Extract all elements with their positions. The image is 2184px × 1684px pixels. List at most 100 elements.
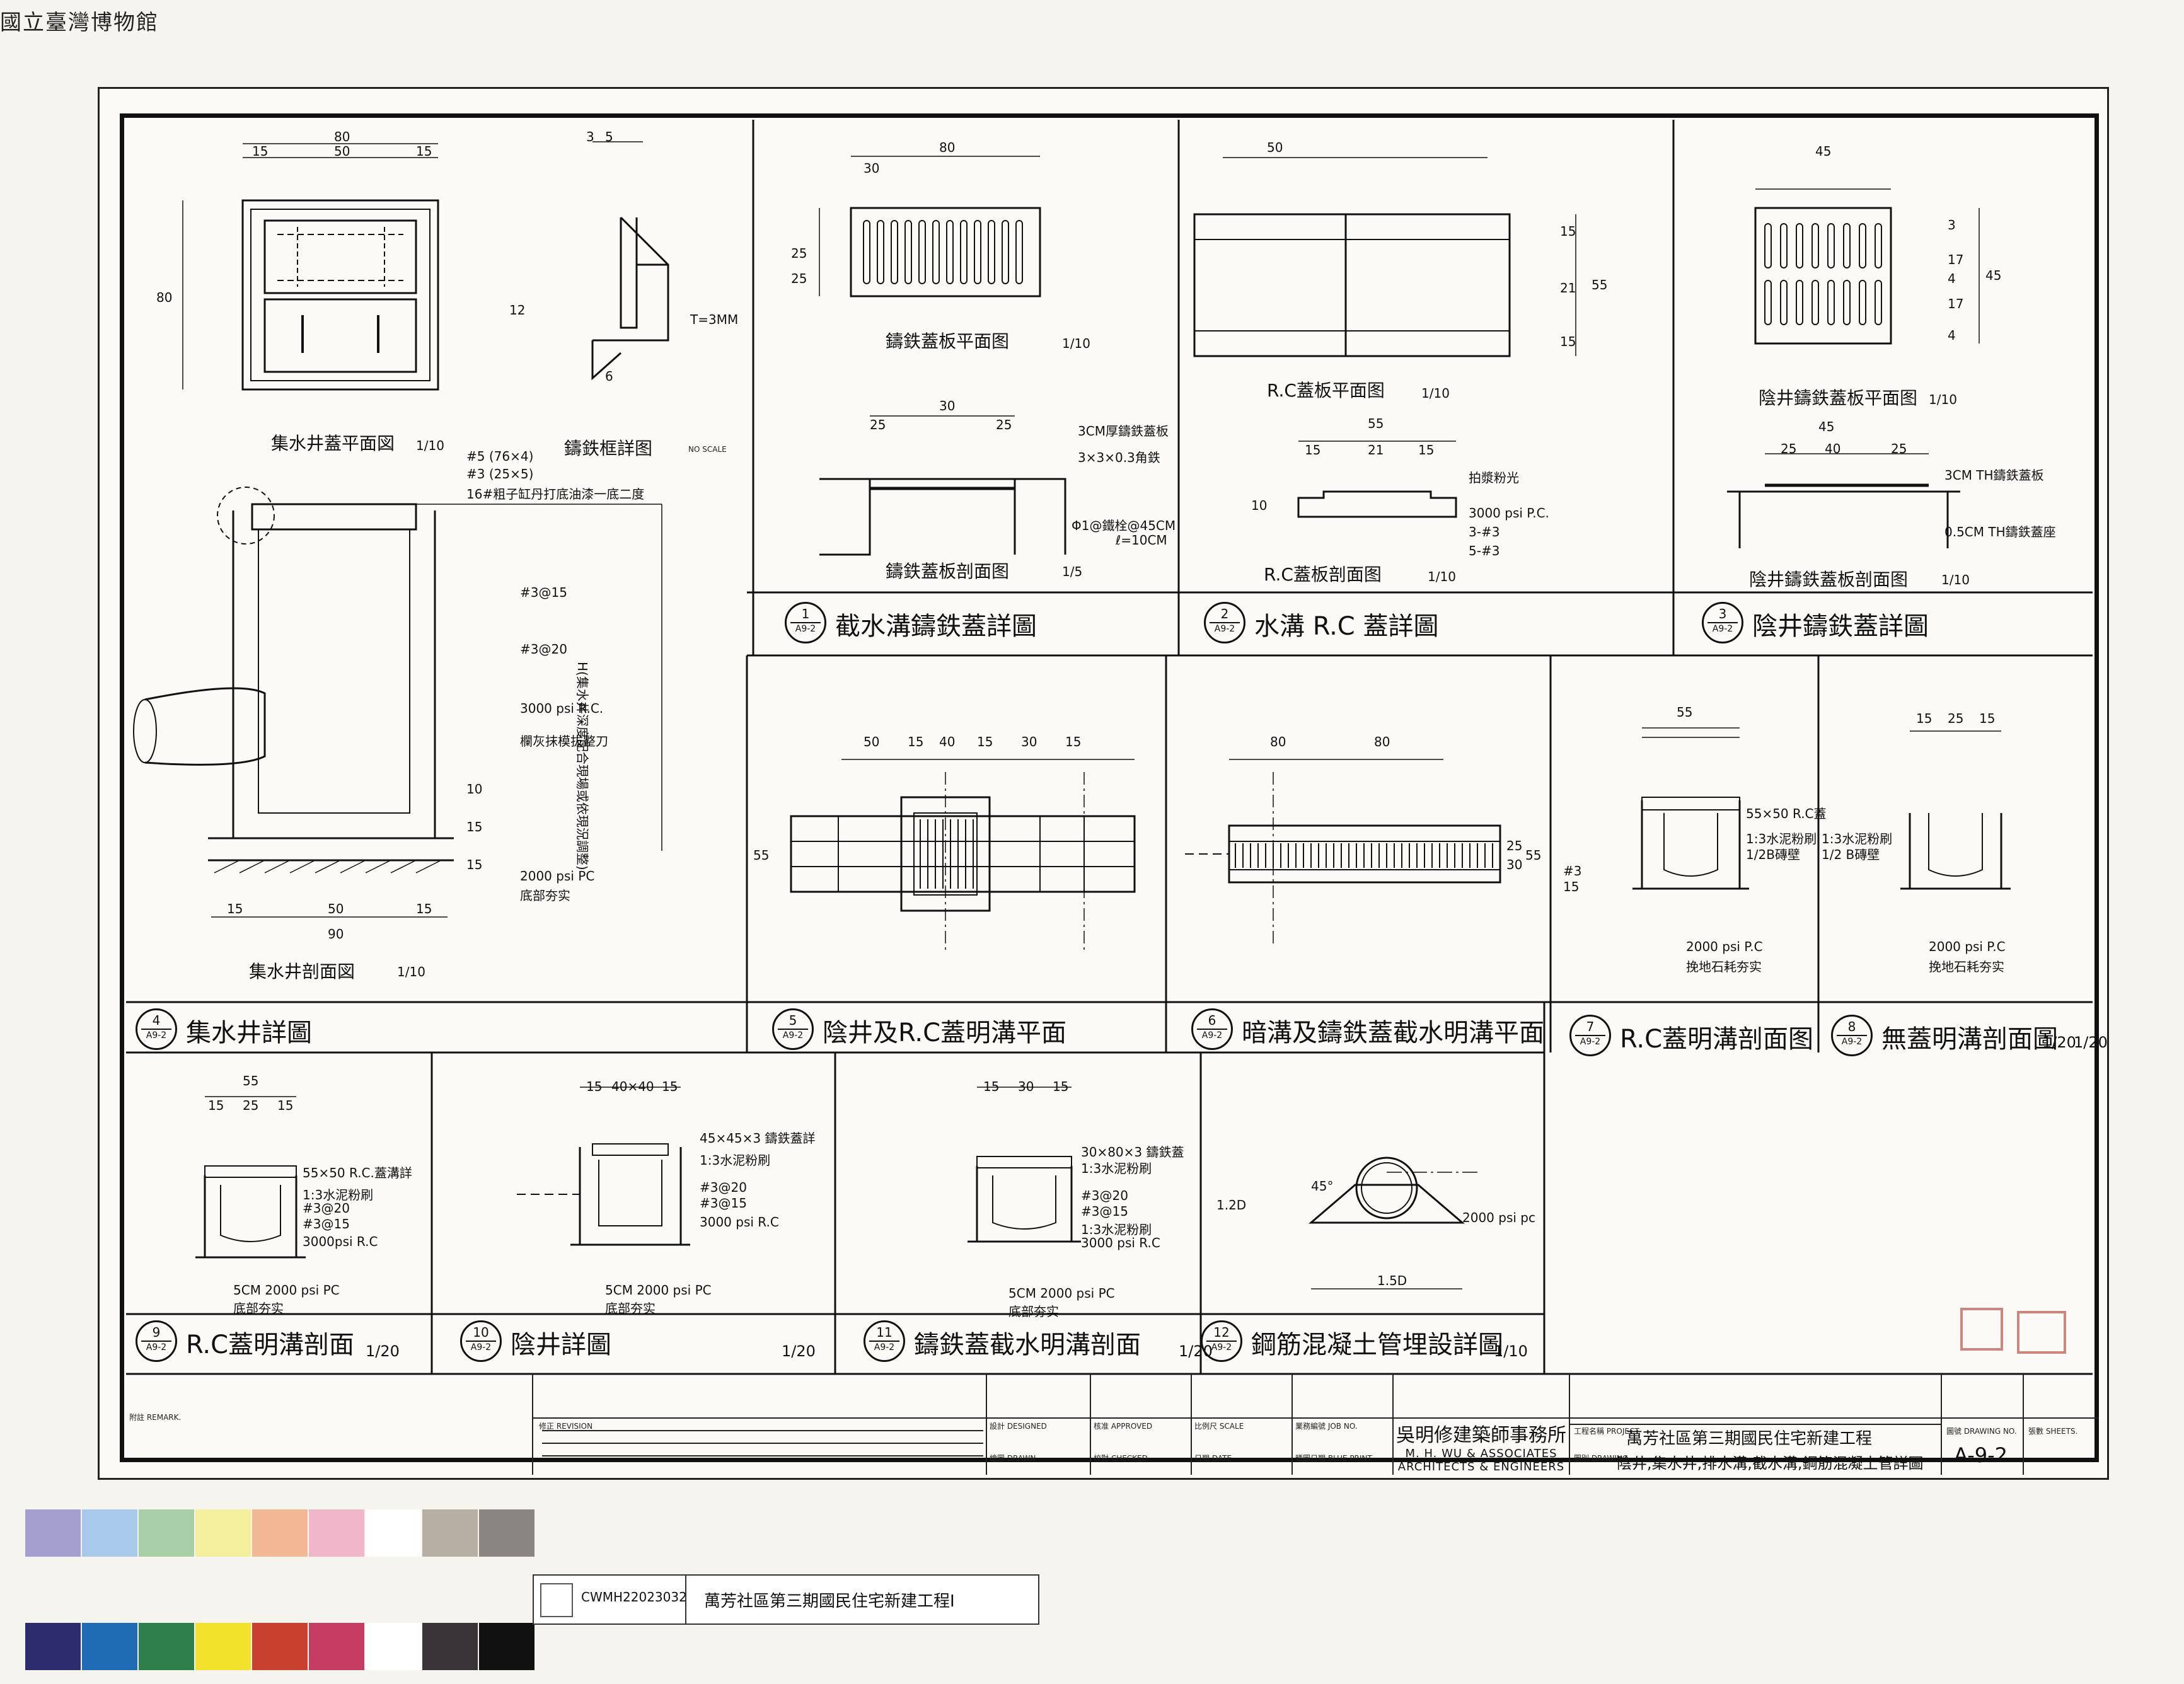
detail-number: 6 bbox=[1208, 1013, 1216, 1028]
color-swatch bbox=[479, 1509, 534, 1557]
dim-label: 15 bbox=[977, 734, 993, 749]
drawing-frame bbox=[120, 113, 2099, 1462]
checked-label: 校對 CHECKED bbox=[1094, 1454, 1148, 1463]
detail-scale: 1/20 bbox=[2042, 1034, 2076, 1051]
detail-number: 2 bbox=[1220, 606, 1229, 621]
dim-label: 15 bbox=[416, 144, 432, 159]
dim-label: 55 bbox=[243, 1073, 259, 1088]
note: 欄灰抹模拔整刀 bbox=[520, 734, 608, 749]
detail-title-text: R.C蓋明溝剖面图 bbox=[1620, 1025, 1814, 1054]
dim-label: #3 bbox=[1563, 863, 1582, 879]
note: 3×3×0.3角鉄 bbox=[1078, 450, 1160, 465]
note: 1/2B磚壁 bbox=[1746, 847, 1800, 862]
color-swatch bbox=[309, 1623, 364, 1670]
dim-label: 17 bbox=[1948, 296, 1964, 311]
dim-label: 15 bbox=[1979, 711, 1996, 726]
note: #3@20 bbox=[303, 1201, 350, 1216]
firm-subtitle-en: ARCHITECTS & ENGINEERS bbox=[1397, 1460, 1565, 1474]
note: 1:3水泥粉刷 bbox=[1746, 831, 1817, 846]
dim-label: 15 bbox=[1563, 879, 1580, 894]
note: 3000 psi R.C bbox=[700, 1214, 779, 1230]
detail-number: 11 bbox=[876, 1325, 893, 1340]
detail-title-text: 暗溝及鑄鉄蓋截水明溝平面 bbox=[1242, 1018, 1544, 1047]
note: 30×80×3 鑄鉄蓋 bbox=[1081, 1145, 1184, 1160]
dim-label: 50 bbox=[328, 901, 344, 916]
dim-label: 15 bbox=[277, 1098, 294, 1113]
dim-label: 50 bbox=[334, 144, 350, 159]
dim-label: 25 bbox=[1891, 441, 1907, 456]
dim-label: 25 bbox=[870, 417, 886, 432]
designed-label: 設計 DESIGNED bbox=[990, 1422, 1047, 1431]
note: 底部夯实 bbox=[605, 1301, 656, 1316]
detail-number: 10 bbox=[473, 1325, 489, 1340]
dim-label: 15 bbox=[466, 819, 483, 834]
note: 3CM厚鑄鉄蓋板 bbox=[1078, 424, 1169, 439]
dim-label: 25 bbox=[1948, 711, 1964, 726]
note: 1:3水泥粉刷 bbox=[700, 1153, 771, 1168]
dim-label: 5 bbox=[605, 129, 613, 144]
detail-ref: A9-2 bbox=[1712, 624, 1733, 634]
dim-label: 55 bbox=[1525, 848, 1542, 863]
note: 2000 psi pc bbox=[1462, 1210, 1535, 1225]
color-swatch bbox=[309, 1509, 364, 1557]
dim-label: 45 bbox=[1985, 268, 2002, 283]
d2-plan-title: R.C蓋板平面图 bbox=[1267, 380, 1385, 401]
note: 55×50 R.C蓋 bbox=[1746, 806, 1827, 821]
detail-title-text: R.C蓋明溝剖面 bbox=[186, 1330, 355, 1359]
dim-label: 40 bbox=[939, 734, 956, 749]
dim-label: 15 bbox=[416, 901, 432, 916]
firm-block: 吳明修建築師事務所 M. H. WU & ASSOCIATES ARCHITEC… bbox=[1396, 1419, 1566, 1474]
color-swatch bbox=[479, 1623, 534, 1670]
dim-label: 40 bbox=[1825, 441, 1841, 456]
dim-label: 4 bbox=[1948, 271, 1956, 286]
color-swatch bbox=[195, 1623, 251, 1670]
dim-label: 55 bbox=[1677, 705, 1693, 720]
blueprint-label: 晒圖日期 BLUE PRINT bbox=[1295, 1454, 1372, 1463]
dim-label: 15 bbox=[1305, 442, 1321, 458]
note: 底部夯实 bbox=[233, 1301, 284, 1316]
dim-label: 15 bbox=[1065, 734, 1082, 749]
dim-label: 12 bbox=[509, 303, 526, 318]
d1-section-title: 鑄鉄蓋板剖面图 bbox=[886, 561, 1010, 582]
firm-name-cn: 吳明修建築師事務所 bbox=[1396, 1424, 1566, 1446]
dim-label: 3 bbox=[1948, 217, 1956, 233]
detail-scale: 1/20 bbox=[366, 1342, 400, 1360]
museum-logo-icon bbox=[540, 1583, 573, 1617]
note: 5-#3 bbox=[1469, 543, 1500, 558]
detail-ref: A9-2 bbox=[1580, 1037, 1601, 1047]
dim-label: 30 bbox=[939, 398, 956, 413]
note: 45° bbox=[1311, 1179, 1334, 1194]
note: 1/2 B磚壁 bbox=[1822, 847, 1880, 862]
dim-label: 17 bbox=[1948, 252, 1964, 267]
dim-label: 15 bbox=[1053, 1079, 1069, 1094]
drawn-label: 繪圖 DRAWN bbox=[990, 1454, 1036, 1463]
detail-ref: A9-2 bbox=[1214, 624, 1235, 634]
detail-number: 1 bbox=[801, 606, 810, 621]
revision-label: 修正 REVISION bbox=[539, 1422, 593, 1431]
museum-watermark: 國立臺灣博物館 bbox=[0, 10, 159, 35]
detail-number: 8 bbox=[1847, 1019, 1856, 1034]
detail-scale: 1/20 bbox=[782, 1342, 816, 1360]
scale-label: 比例尺 SCALE bbox=[1194, 1422, 1244, 1431]
dim-label: 25 bbox=[791, 271, 807, 286]
note: 3000 psi P.C. bbox=[1469, 505, 1549, 521]
note: 3000 psi R.C bbox=[1081, 1235, 1160, 1250]
dim-label: 30 bbox=[864, 161, 880, 176]
approved-label: 核准 APPROVED bbox=[1094, 1422, 1153, 1431]
sump-plan-scale: 1/10 bbox=[416, 438, 444, 453]
dim-label: 45 bbox=[1818, 419, 1835, 434]
dim-label: 15 bbox=[252, 144, 269, 159]
note: 3-#3 bbox=[1469, 524, 1500, 539]
detail-title-text: 陰井鑄鉄蓋詳圖 bbox=[1752, 612, 1929, 641]
project-name: 萬芳社區第三期國民住宅新建工程 bbox=[1626, 1429, 1873, 1448]
note: 3CM TH鑄鉄蓋板 bbox=[1944, 468, 2044, 483]
detail-ref: A9-2 bbox=[795, 624, 816, 634]
color-swatch bbox=[366, 1509, 421, 1557]
d2-section-title: R.C蓋板剖面图 bbox=[1264, 564, 1382, 585]
note: 5CM 2000 psi PC bbox=[233, 1283, 340, 1298]
detail-title-text: 無蓋明溝剖面圖 bbox=[1881, 1025, 2058, 1054]
dim-label: 21 bbox=[1368, 442, 1384, 458]
color-swatch bbox=[139, 1623, 194, 1670]
detail-number: 7 bbox=[1586, 1019, 1595, 1034]
